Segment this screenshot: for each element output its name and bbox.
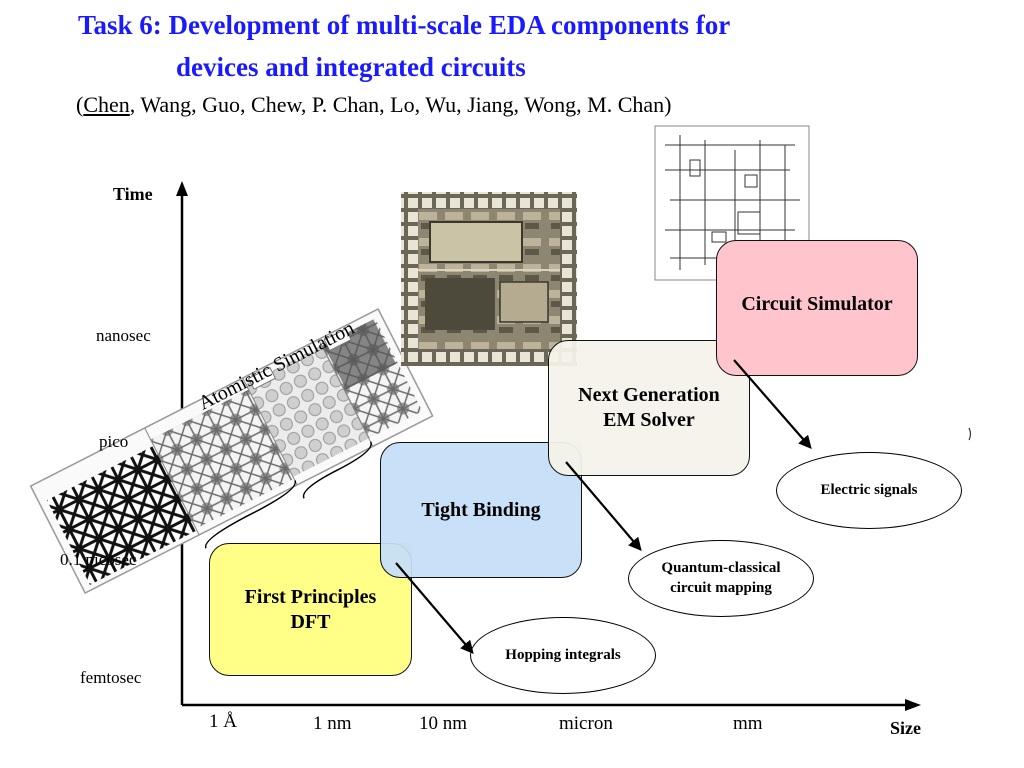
author-open-paren: (: [76, 92, 84, 117]
quantum-line2: circuit mapping: [670, 579, 772, 596]
stray-mark: [968, 427, 972, 441]
y-axis-arrowhead: [176, 181, 188, 196]
slide-title-line1: Task 6: Development of multi-scale EDA c…: [78, 10, 731, 40]
x-tick-1-angstrom: 1 Å: [209, 711, 237, 732]
electric-label: Electric signals: [820, 481, 918, 498]
circuit-simulator-label: Circuit Simulator: [741, 292, 893, 315]
y-tick-0-1-picosec: 0.1 picosec: [60, 550, 137, 569]
atomistic-simulation-image: [29, 308, 434, 595]
hopping-label: Hopping integrals: [505, 646, 621, 663]
box-tight-binding: Tight Binding: [380, 442, 582, 578]
slide-title-line2: devices and integrated circuits: [176, 52, 526, 82]
author-list: (Chen, Wang, Guo, Chew, P. Chan, Lo, Wu,…: [76, 92, 671, 118]
em-line2: EM Solver: [603, 409, 695, 431]
oval-electric-signals: Electric signals: [776, 452, 962, 529]
tight-binding-label: Tight Binding: [421, 498, 541, 521]
y-tick-femtosec: femtosec: [80, 668, 142, 687]
em-line1: Next Generation: [578, 384, 720, 406]
other-authors: , Wang, Guo, Chew, P. Chan, Lo, Wu, Jian…: [129, 92, 672, 117]
x-tick-mm: mm: [733, 713, 763, 734]
x-axis-arrowhead: [905, 699, 921, 711]
x-axis-title: Size: [890, 718, 921, 738]
y-tick-nanosec: nanosec: [96, 326, 151, 345]
oval-quantum-classical: Quantum-classical circuit mapping: [628, 540, 814, 617]
oval-hopping-integrals: Hopping integrals: [470, 617, 656, 694]
quantum-line1: Quantum-classical: [661, 560, 781, 576]
dft-line1: First Principles: [244, 585, 377, 608]
lead-author: Chen: [83, 92, 130, 117]
dft-line2: DFT: [290, 610, 331, 633]
chip-micrograph: [401, 192, 577, 366]
y-tick-pico: pico: [99, 432, 129, 451]
x-tick-10nm: 10 nm: [419, 713, 468, 734]
y-axis-title: Time: [113, 184, 153, 204]
x-tick-1nm: 1 nm: [313, 713, 352, 734]
box-circuit-simulator: Circuit Simulator: [716, 240, 918, 376]
x-tick-micron: micron: [559, 713, 613, 734]
